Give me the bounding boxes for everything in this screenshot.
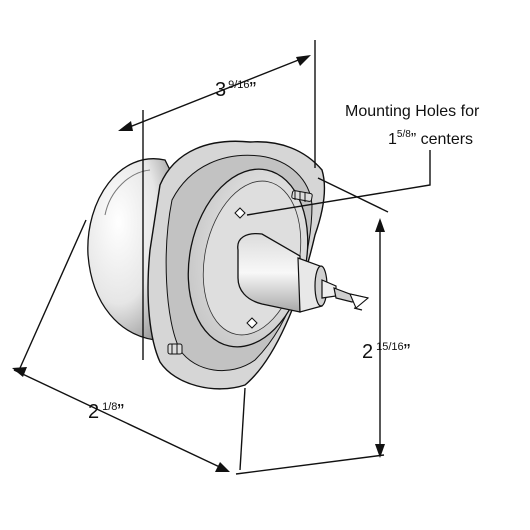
mounting-hole-upper [234,207,246,219]
dimension-diameter [12,219,246,472]
diameter-extension-bottom [239,387,246,471]
dimension-height [235,177,389,475]
diameter-dimension-line [13,369,227,471]
terminal-blade [333,287,370,311]
depth-arrow-left [118,121,133,131]
dome-highlight [104,169,151,216]
height-extension-top [317,177,389,213]
mounting-hole-lower [246,317,258,329]
depth-dimension-line [121,56,307,131]
callout-line-1: Mounting Holes for [345,103,480,120]
height-arrow-top [375,218,385,232]
diameter-arrow-left [12,367,27,377]
callout-line-2: 15/8” centers [388,129,473,148]
mounting-screw-top [291,190,313,202]
mounting-screw-bottom [167,343,183,355]
diameter-arrow-right [215,462,230,472]
depth-arrow-right [296,55,311,66]
lamp-illustration [87,140,370,390]
dimension-depth [118,40,316,360]
height-arrow-bottom [375,444,385,458]
height-extension-bottom [235,454,385,475]
diameter-extension-top [19,219,87,369]
callout-leader [246,150,431,216]
